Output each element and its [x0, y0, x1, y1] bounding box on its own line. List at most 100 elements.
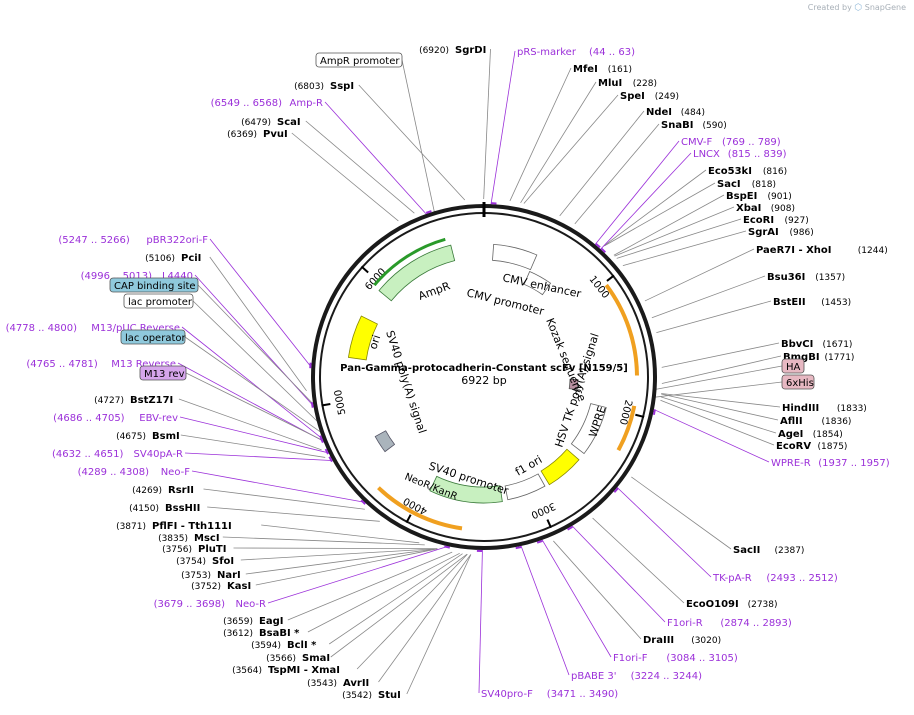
- site-connector: [604, 170, 706, 246]
- primer-wpre-r[interactable]: WPRE-R(1937 .. 1957): [771, 458, 890, 469]
- sv40-promoter-feature[interactable]: [505, 474, 545, 500]
- primer-prs-marker[interactable]: pRS-marker(44 .. 63): [517, 47, 635, 58]
- primer-pbabe-3[interactable]: pBABE 3'(3224 .. 3244): [571, 671, 702, 682]
- feature-box-m13-rev[interactable]: M13 rev: [140, 366, 186, 380]
- site-aflii[interactable]: AflII(1836): [780, 416, 851, 427]
- feature-box-cap-binding-site[interactable]: CAP binding site: [110, 278, 198, 292]
- primer-f1ori-f[interactable]: F1ori-F(3084 .. 3105): [613, 653, 738, 664]
- f1ori-feature[interactable]: [541, 449, 579, 484]
- site-spei[interactable]: SpeI(249): [620, 91, 679, 102]
- ampr-label: AmpR: [417, 279, 453, 303]
- primer-connector: [479, 549, 482, 693]
- site-ecori[interactable]: EcoRI(927): [743, 215, 809, 226]
- site-tspmi-xmai[interactable]: TspMI - XmaI(3564): [232, 665, 340, 676]
- feature-box-ha[interactable]: HA: [782, 359, 804, 373]
- site-saci[interactable]: SacI(818): [717, 179, 776, 190]
- sv40-polya-feature[interactable]: [375, 431, 394, 452]
- site-position: (1671): [823, 340, 853, 350]
- primer-f1ori-r[interactable]: F1ori-R(2874 .. 2893): [667, 618, 792, 629]
- site-nari[interactable]: NarI(3753): [181, 570, 241, 581]
- primer-amp-r[interactable]: Amp-R(6549 .. 6568): [211, 98, 323, 109]
- site-eagi[interactable]: EagI(3659): [223, 616, 283, 627]
- primer-cmv-f[interactable]: CMV-F(769 .. 789): [681, 137, 781, 148]
- primer-neo-f[interactable]: Neo-F(4289 .. 4308): [78, 467, 191, 478]
- primer-name: SV40pA-R: [134, 449, 183, 460]
- site-position: (901): [768, 192, 792, 202]
- site-draiii[interactable]: DraIII (3020): [643, 635, 721, 646]
- site-position: (228): [633, 79, 657, 89]
- site-bbvci[interactable]: BbvCI(1671): [781, 339, 852, 350]
- primer-sv40pa-r[interactable]: SV40pA-R(4632 .. 4651): [52, 449, 183, 460]
- site-position: (3020): [691, 636, 721, 646]
- site-mfei[interactable]: MfeI(161): [573, 64, 632, 75]
- primer-pbr322ori-f[interactable]: pBR322ori-F(5247 .. 5266): [58, 235, 208, 246]
- site-sgrai[interactable]: SgrAI(986): [748, 227, 814, 238]
- site-connector: [645, 249, 754, 301]
- primer-sv40pro-f[interactable]: SV40pro-F(3471 .. 3490): [481, 689, 618, 700]
- site-position: (3594): [251, 641, 281, 651]
- site-rsrii[interactable]: RsrII(4269): [132, 485, 194, 496]
- primer-neo-r[interactable]: Neo-R(3679 .. 3698): [154, 599, 266, 610]
- site-sgrdi[interactable]: SgrDI(6920): [419, 45, 486, 56]
- site-name: PflFI - Tth111I: [152, 521, 232, 532]
- primer-name: pRS-marker: [517, 47, 577, 58]
- site-name: DraIII: [643, 635, 674, 646]
- feature-box-ampr-promoter[interactable]: AmpR promoter: [316, 53, 402, 67]
- primer-range: (4778 .. 4800): [6, 323, 78, 334]
- site-position: (986): [790, 228, 814, 238]
- site-bsmi[interactable]: BsmI(4675): [116, 431, 180, 442]
- site-smai[interactable]: SmaI(3566): [266, 653, 330, 664]
- cds-arc-1[interactable]: [606, 285, 637, 376]
- site-msci[interactable]: MscI(3835): [158, 533, 220, 544]
- site-agei[interactable]: AgeI(1854): [778, 429, 843, 440]
- primer-range: (1937 .. 1957): [818, 458, 890, 469]
- site-connector: [207, 507, 380, 521]
- site-name: MluI: [598, 78, 622, 89]
- cmv-enhancer-feature[interactable]: [492, 244, 536, 269]
- site-snabi[interactable]: SnaBI(590): [661, 120, 727, 131]
- site-bsu36i[interactable]: Bsu36I(1357): [767, 272, 845, 283]
- site-name: AgeI: [778, 429, 803, 440]
- site-bspei[interactable]: BspEI(901): [726, 191, 792, 202]
- feature-box-6xhis[interactable]: 6xHis: [782, 375, 814, 389]
- site-connector: [614, 195, 724, 255]
- site-ecorv[interactable]: EcoRV(1875): [776, 441, 847, 452]
- site-mlui[interactable]: MluI (228): [598, 78, 657, 89]
- site-xbai[interactable]: XbaI(908): [736, 203, 795, 214]
- site-pluti[interactable]: PluTI(3756): [162, 544, 226, 555]
- site-kasi[interactable]: KasI(3752): [191, 581, 251, 592]
- feature-box-label: lac promoter: [128, 297, 193, 308]
- site-position: (2387): [775, 546, 805, 556]
- site-sspi[interactable]: SspI(6803): [294, 81, 354, 92]
- site-eco53ki[interactable]: Eco53kI(816): [708, 166, 787, 177]
- site-sfoi[interactable]: SfoI(3754): [176, 556, 234, 567]
- site-bsteii[interactable]: BstEII(1453): [773, 297, 851, 308]
- site-pflfi-tth111i[interactable]: PflFI - Tth111I(3871): [116, 521, 232, 532]
- site-ecoo109i[interactable]: EcoO109I(2738): [686, 599, 778, 610]
- primer-tk-pa-r[interactable]: TK-pA-R(2493 .. 2512): [712, 573, 838, 584]
- site-avrii[interactable]: AvrII(3543): [307, 678, 369, 689]
- primer-lncx[interactable]: LNCX(815 .. 839): [693, 149, 787, 160]
- primer-ebv-rev[interactable]: EBV-rev(4686 .. 4705): [53, 413, 178, 424]
- site-bstz17i[interactable]: BstZ17I(4727): [94, 395, 173, 406]
- site-hindiii[interactable]: HindIII(1833): [782, 403, 867, 414]
- site-name: TspMI - XmaI: [268, 665, 340, 676]
- primer-connector: [491, 51, 515, 205]
- feature-box-lac-operator[interactable]: lac operator: [121, 330, 186, 344]
- site-paer7i-xhoi[interactable]: PaeR7I - XhoI(1244): [756, 245, 888, 256]
- site-sacii[interactable]: SacII(2387): [733, 545, 804, 556]
- site-bcli[interactable]: BclI *(3594): [251, 640, 317, 651]
- site-ndei[interactable]: NdeI(484): [646, 107, 705, 118]
- site-bsshii[interactable]: BssHII(4150): [129, 503, 200, 514]
- site-connector: [524, 95, 618, 204]
- primer-range: (4686 .. 4705): [53, 413, 125, 424]
- feature-box-lac-promoter[interactable]: lac promoter: [124, 294, 193, 308]
- site-connector: [357, 554, 467, 669]
- site-pvui[interactable]: PvuI(6369): [227, 129, 288, 140]
- site-pcii[interactable]: PciI(5106): [145, 253, 201, 264]
- feature-box-label: M13 rev: [144, 369, 185, 380]
- site-stui[interactable]: StuI(3542): [342, 690, 401, 701]
- site-bsabi[interactable]: BsaBI *(3612): [223, 628, 300, 639]
- site-scai[interactable]: ScaI(6479): [241, 117, 301, 128]
- site-name: SspI: [330, 81, 354, 92]
